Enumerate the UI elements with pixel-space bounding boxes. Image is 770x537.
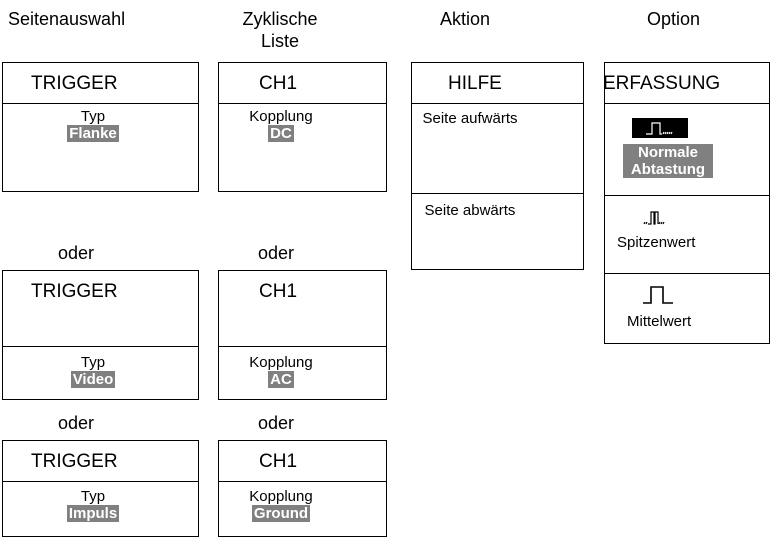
page-up-label: Seite aufwärts bbox=[422, 110, 518, 127]
trigger-type-value: Impuls bbox=[66, 505, 120, 522]
divider bbox=[605, 195, 769, 196]
peak-detect-icon bbox=[643, 206, 675, 231]
header-action: Aktion bbox=[440, 9, 491, 29]
header-option: Option bbox=[647, 9, 701, 29]
acquire-menu: ERFASSUNG Normale Abtastung Spitzenwert … bbox=[603, 62, 770, 344]
trigger-type-label: Typ bbox=[80, 108, 106, 125]
divider bbox=[3, 481, 198, 482]
menu-title: CH1 bbox=[259, 73, 298, 94]
divider bbox=[219, 346, 386, 347]
trigger-type-pulse-button[interactable]: Typ Impuls bbox=[43, 489, 143, 522]
or-label: oder bbox=[58, 243, 95, 263]
normal-sample-icon bbox=[632, 118, 688, 138]
option-peak-detect[interactable]: Spitzenwert bbox=[605, 196, 770, 271]
coupling-label: Kopplung bbox=[249, 108, 313, 125]
page-down-label: Seite abwärts bbox=[424, 202, 516, 219]
divider bbox=[3, 103, 198, 104]
trigger-type-label: Typ bbox=[80, 488, 106, 505]
trigger-type-value: Video bbox=[70, 371, 116, 388]
menu-title: CH1 bbox=[259, 281, 298, 302]
ch1-menu-ground: CH1 Kopplung Ground bbox=[218, 440, 387, 537]
divider bbox=[605, 273, 769, 274]
menu-title: TRIGGER bbox=[31, 281, 118, 302]
trigger-type-value: Flanke bbox=[67, 125, 119, 142]
option-normal-sample[interactable]: Normale Abtastung bbox=[605, 104, 770, 194]
option-label: Normale Abtastung bbox=[623, 144, 713, 178]
menu-title: HILFE bbox=[448, 73, 502, 94]
coupling-value: Ground bbox=[251, 505, 311, 522]
or-label: oder bbox=[258, 413, 295, 433]
menu-title: CH1 bbox=[259, 451, 298, 472]
coupling-ground-button[interactable]: Kopplung Ground bbox=[233, 489, 329, 522]
average-icon bbox=[641, 284, 677, 311]
divider bbox=[219, 481, 386, 482]
trigger-menu-pulse: TRIGGER Typ Impuls bbox=[2, 440, 199, 537]
page-down-button[interactable]: Seite abwärts bbox=[420, 203, 520, 219]
or-label: oder bbox=[58, 413, 95, 433]
option-label: Spitzenwert bbox=[617, 234, 696, 251]
trigger-type-video-button[interactable]: Typ Video bbox=[43, 355, 143, 388]
ch1-menu-dc: CH1 Kopplung DC bbox=[218, 62, 387, 192]
divider bbox=[219, 103, 386, 104]
option-label: Mittelwert bbox=[627, 313, 692, 330]
page-up-button[interactable]: Seite aufwärts bbox=[420, 111, 520, 127]
divider bbox=[3, 346, 198, 347]
menu-title: ERFASSUNG bbox=[603, 73, 721, 94]
trigger-menu-video: TRIGGER Typ Video bbox=[2, 270, 199, 400]
coupling-value: DC bbox=[268, 125, 294, 142]
divider bbox=[412, 193, 583, 194]
trigger-menu-edge: TRIGGER Typ Flanke bbox=[2, 62, 199, 192]
trigger-type-edge-button[interactable]: Typ Flanke bbox=[43, 109, 143, 142]
coupling-label: Kopplung bbox=[249, 354, 313, 371]
header-page-select: Seitenauswahl bbox=[8, 9, 126, 29]
ch1-menu-ac: CH1 Kopplung AC bbox=[218, 270, 387, 400]
option-average[interactable]: Mittelwert bbox=[605, 274, 770, 344]
coupling-label: Kopplung bbox=[249, 488, 313, 505]
help-menu: HILFE Seite aufwärts Seite abwärts bbox=[411, 62, 584, 270]
menu-title: TRIGGER bbox=[31, 73, 118, 94]
divider bbox=[605, 103, 769, 104]
coupling-dc-button[interactable]: Kopplung DC bbox=[233, 109, 329, 142]
header-cyclic-list: Zyklische Liste bbox=[242, 9, 318, 51]
menu-title: TRIGGER bbox=[31, 451, 118, 472]
or-label: oder bbox=[258, 243, 295, 263]
coupling-ac-button[interactable]: Kopplung AC bbox=[233, 355, 329, 388]
trigger-type-label: Typ bbox=[80, 354, 106, 371]
coupling-value: AC bbox=[268, 371, 294, 388]
divider bbox=[412, 103, 583, 104]
